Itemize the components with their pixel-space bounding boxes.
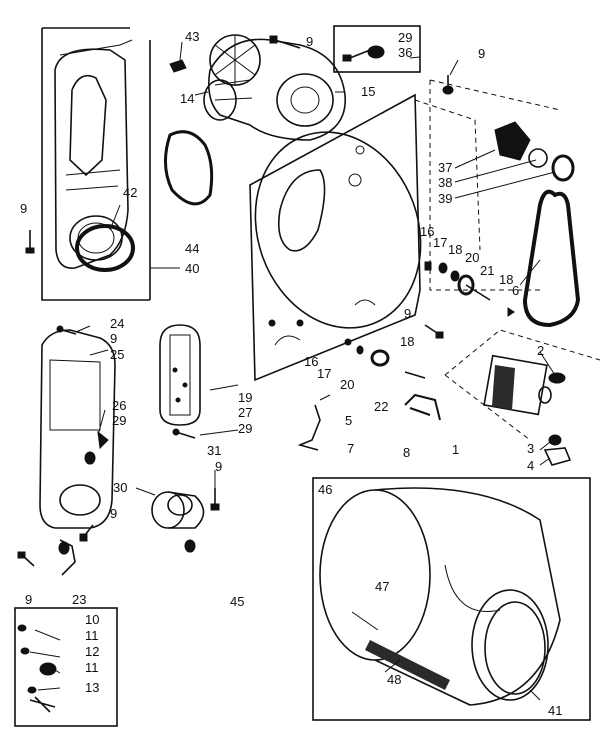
callout-9: 9 xyxy=(110,506,117,521)
idler-pulley xyxy=(494,121,575,182)
callout-14: 14 xyxy=(180,91,194,106)
bearing-parts-upper xyxy=(424,261,515,317)
blower-wheel-43 xyxy=(209,34,261,86)
callout-26: 26 xyxy=(112,398,126,413)
drive-belt xyxy=(522,189,581,328)
drum-46 xyxy=(319,487,561,706)
screw-9-center-left xyxy=(79,524,94,542)
screw-9-motor xyxy=(210,488,220,511)
inset-box-29-36 xyxy=(333,25,421,73)
callout-12: 12 xyxy=(85,644,99,659)
heater-cover-19 xyxy=(159,324,201,426)
callout-8: 8 xyxy=(403,445,410,460)
leader-lines xyxy=(29,41,556,701)
screw-29-heater xyxy=(172,428,196,439)
callout-18: 18 xyxy=(400,334,414,349)
callout-3: 3 xyxy=(527,441,534,456)
callout-9: 9 xyxy=(20,201,27,216)
motor-clip xyxy=(404,393,441,421)
motor-switch xyxy=(543,434,572,466)
callout-11: 11 xyxy=(85,660,99,675)
callout-2: 2 xyxy=(537,343,544,358)
callout-31: 31 xyxy=(207,443,221,458)
callout-17: 17 xyxy=(433,235,447,250)
screw-9-top-right xyxy=(442,75,454,95)
callout-20: 20 xyxy=(340,377,354,392)
callout-1: 1 xyxy=(452,442,459,457)
bulkhead-panel xyxy=(249,93,481,382)
clip-43 xyxy=(169,59,187,73)
callout-16: 16 xyxy=(420,224,434,239)
callout-23: 23 xyxy=(72,592,86,607)
callout-13: 13 xyxy=(85,680,99,695)
callout-40: 40 xyxy=(185,261,199,276)
callout-9: 9 xyxy=(215,459,222,474)
callout-21: 21 xyxy=(480,263,494,278)
callout-43: 43 xyxy=(185,29,199,44)
screw-9-lower-left xyxy=(17,539,76,576)
callout-18: 18 xyxy=(499,272,513,287)
callout-44: 44 xyxy=(185,241,199,256)
screw-9-top xyxy=(269,35,301,49)
bearing-parts-lower xyxy=(344,338,426,379)
callout-11: 11 xyxy=(85,628,99,643)
callout-labels: 43 9 29 36 9 14 15 9 42 44 40 37 38 39 1… xyxy=(20,29,562,718)
callout-10: 10 xyxy=(85,612,99,627)
callout-45: 45 xyxy=(230,594,244,609)
inset-box-23 xyxy=(14,607,118,727)
screw-9-mid xyxy=(424,324,444,339)
callout-38: 38 xyxy=(438,175,452,190)
screw-9-left xyxy=(25,230,35,254)
callout-27: 27 xyxy=(238,405,252,420)
drum-box xyxy=(312,477,591,721)
callout-46: 46 xyxy=(318,482,332,497)
callout-16: 16 xyxy=(304,354,318,369)
callout-7: 7 xyxy=(347,441,354,456)
duct-assembly xyxy=(54,39,133,269)
exploded-box-duct xyxy=(41,27,151,301)
lint-duct-25 xyxy=(39,329,116,529)
callout-48: 48 xyxy=(387,672,401,687)
callout-22: 22 xyxy=(374,399,388,414)
callout-9: 9 xyxy=(110,331,117,346)
switch-bracket xyxy=(297,394,331,451)
callout-36: 36 xyxy=(398,45,412,60)
callout-17: 17 xyxy=(317,366,331,381)
callout-9: 9 xyxy=(478,46,485,61)
callout-19: 19 xyxy=(238,390,252,405)
dashed-box-pulley xyxy=(429,79,561,291)
callout-24: 24 xyxy=(110,316,124,331)
callout-20: 20 xyxy=(465,250,479,265)
callout-30: 30 xyxy=(113,480,127,495)
drive-motor xyxy=(444,329,601,441)
callout-9: 9 xyxy=(306,34,313,49)
callout-29: 29 xyxy=(112,413,126,428)
callout-18: 18 xyxy=(448,242,462,257)
callout-29: 29 xyxy=(398,30,412,45)
callout-37: 37 xyxy=(438,160,452,175)
screw-9-24 xyxy=(56,325,77,335)
callout-9: 9 xyxy=(404,306,411,321)
callout-29: 29 xyxy=(238,421,252,436)
blower-housing xyxy=(203,38,346,141)
callout-6: 6 xyxy=(512,283,519,298)
callout-47: 47 xyxy=(375,579,389,594)
callout-15: 15 xyxy=(361,84,375,99)
callout-39: 39 xyxy=(438,191,452,206)
callout-4: 4 xyxy=(527,458,534,473)
thermostat-26 xyxy=(84,430,109,465)
callout-42: 42 xyxy=(123,185,137,200)
callout-25: 25 xyxy=(110,347,124,362)
callout-5: 5 xyxy=(345,413,352,428)
blower-motor-30 xyxy=(151,491,205,553)
seal-44 xyxy=(164,130,214,206)
callout-41: 41 xyxy=(548,703,562,718)
gasket-ring-42 xyxy=(75,224,135,272)
callout-9: 9 xyxy=(25,592,32,607)
